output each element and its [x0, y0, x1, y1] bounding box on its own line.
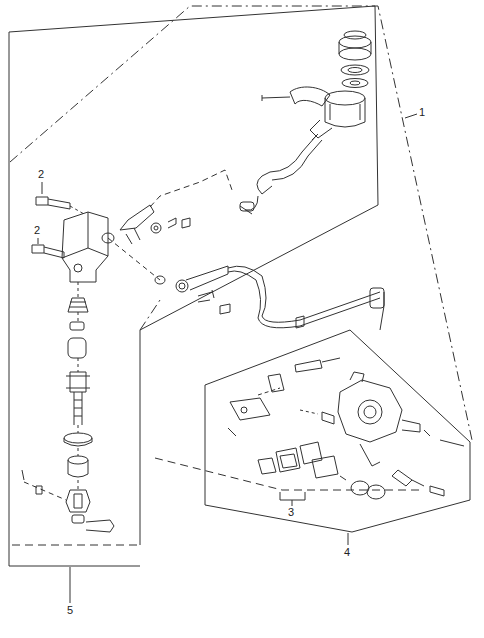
callout-number: 4 [343, 546, 351, 558]
callout-number: 2 [37, 168, 45, 180]
callout-number: 3 [287, 506, 295, 518]
callout-number: 5 [66, 604, 74, 616]
callout-number: 1 [418, 106, 426, 118]
callout-number: 2 [33, 224, 41, 236]
